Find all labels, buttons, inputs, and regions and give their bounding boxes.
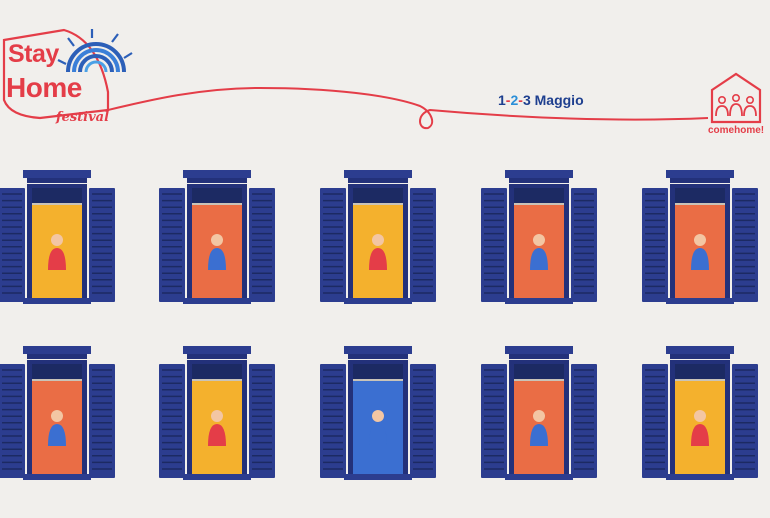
windows-grid bbox=[0, 170, 758, 480]
brand-name: comehome! bbox=[708, 125, 765, 136]
date-day-1: 1 bbox=[498, 92, 506, 108]
window bbox=[320, 346, 436, 480]
window bbox=[159, 346, 275, 480]
date-month: Maggio bbox=[534, 92, 584, 108]
window bbox=[159, 170, 275, 304]
window bbox=[481, 170, 597, 304]
festival-dates: 1-2-3 Maggio bbox=[498, 92, 584, 108]
window bbox=[0, 346, 115, 480]
sun-rays-icon bbox=[57, 29, 133, 73]
window bbox=[642, 170, 758, 304]
window bbox=[642, 346, 758, 480]
date-day-3: 3 bbox=[522, 92, 531, 108]
date-separator: - bbox=[505, 92, 511, 108]
logo-word-festival: festival bbox=[56, 110, 110, 125]
window bbox=[320, 170, 436, 304]
logo-word-stay: Stay bbox=[8, 40, 59, 68]
logo-word-home: Home bbox=[6, 72, 82, 103]
date-separator: - bbox=[518, 92, 523, 108]
window bbox=[0, 170, 115, 304]
house-people-icon bbox=[710, 72, 762, 124]
window bbox=[481, 346, 597, 480]
date-day-2: 2 bbox=[510, 92, 519, 108]
logo-frame bbox=[2, 28, 110, 120]
wavy-line bbox=[107, 86, 709, 130]
